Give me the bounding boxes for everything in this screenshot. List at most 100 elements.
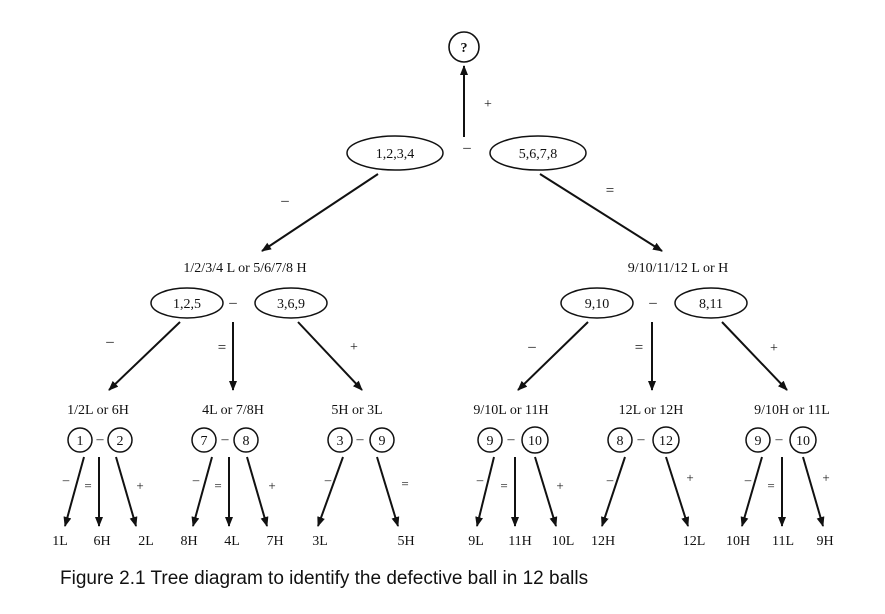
hypothesis-4: 9/10L or 11H bbox=[473, 403, 548, 418]
w2b-left-label: 9,10 bbox=[585, 297, 610, 312]
leaf-arrow-16 bbox=[802, 456, 825, 527]
arrow-l2b-left bbox=[517, 321, 589, 391]
leaf-sign-14: – bbox=[744, 472, 752, 487]
leaf-sign-12: – bbox=[606, 472, 614, 487]
w1-left-pan bbox=[346, 135, 444, 171]
w3-4-right-label: 10 bbox=[528, 434, 542, 449]
w3-1-left-pan bbox=[67, 427, 93, 453]
leaf-arrow-13 bbox=[665, 456, 690, 527]
hypothesis-5: 12L or 12H bbox=[619, 403, 684, 418]
hypothesis-h1a: 1/2/3/4 L or 5/6/7/8 H bbox=[183, 261, 306, 276]
leaf-label-10: 11H bbox=[508, 534, 532, 549]
leaf-sign-10: = bbox=[500, 478, 507, 493]
leaf-label-3: 2L bbox=[138, 534, 154, 549]
leaf-label-9: 9L bbox=[468, 534, 484, 549]
w2a-right-label: 3,6,9 bbox=[277, 297, 305, 312]
arrow-l1-right bbox=[539, 173, 663, 252]
w3-3-left-label: 3 bbox=[337, 434, 344, 449]
w2b-right-label: 8,11 bbox=[699, 297, 723, 312]
w3-6-left-pan bbox=[745, 427, 771, 453]
leaf-label-14: 10H bbox=[726, 534, 750, 549]
w3-5-right-label: 12 bbox=[659, 434, 673, 449]
leaf-sign-5: = bbox=[214, 478, 221, 493]
w3-4-left-label: 9 bbox=[487, 434, 494, 449]
w3-5-right-pan bbox=[652, 426, 680, 454]
arrow-l1-left bbox=[261, 173, 379, 252]
w3-3-right-pan bbox=[369, 427, 395, 453]
w3-6-sign: – bbox=[775, 432, 784, 447]
w2b-left-pan bbox=[560, 287, 634, 319]
w3-2-sign: – bbox=[221, 432, 230, 447]
w1-left-label: 1,2,3,4 bbox=[376, 147, 415, 162]
hypothesis-3: 5H or 3L bbox=[331, 403, 382, 418]
sign-l2a-right: + bbox=[350, 340, 358, 355]
arrow-l2a-right bbox=[297, 321, 363, 391]
leaf-sign-2: = bbox=[84, 478, 91, 493]
leaf-arrow-9 bbox=[475, 456, 495, 527]
leaf-sign-1: – bbox=[62, 472, 70, 487]
w3-3-left-pan bbox=[327, 427, 353, 453]
w3-1-sign: – bbox=[96, 432, 105, 447]
leaf-label-5: 4L bbox=[224, 534, 240, 549]
w3-2-right-label: 8 bbox=[243, 434, 250, 449]
w2a-left-pan bbox=[150, 287, 224, 319]
leaf-sign-8: = bbox=[401, 476, 408, 491]
w1-right-pan bbox=[489, 135, 587, 171]
sign-root-up: + bbox=[484, 97, 492, 112]
leaf-sign-3: + bbox=[136, 478, 143, 493]
w3-1-left-label: 1 bbox=[77, 434, 84, 449]
w2b-right-pan bbox=[674, 287, 748, 319]
w3-4-sign: – bbox=[507, 432, 516, 447]
hypothesis-2: 4L or 7/8H bbox=[202, 403, 264, 418]
w3-4-left-pan bbox=[477, 427, 503, 453]
leaf-label-16: 9H bbox=[816, 534, 833, 549]
w2a-right-pan bbox=[254, 287, 328, 319]
w2b-sign: – bbox=[648, 295, 657, 311]
leaf-sign-16: + bbox=[822, 470, 829, 485]
leaf-sign-11: + bbox=[556, 478, 563, 493]
leaf-arrow-4 bbox=[191, 456, 213, 527]
w3-5-sign: – bbox=[637, 432, 646, 447]
w3-3-sign: – bbox=[356, 432, 365, 447]
leaf-arrow-14 bbox=[740, 456, 763, 527]
sign-l2a-mid: = bbox=[218, 340, 226, 356]
hypothesis-h1b: 9/10/11/12 L or H bbox=[628, 261, 728, 276]
w3-6-left-label: 9 bbox=[755, 434, 762, 449]
leaf-sign-15: = bbox=[767, 478, 774, 493]
leaf-label-15: 11L bbox=[772, 534, 794, 549]
leaf-sign-7: – bbox=[324, 472, 332, 487]
leaf-arrow-11 bbox=[534, 456, 558, 527]
leaf-label-6: 7H bbox=[266, 534, 283, 549]
leaf-label-12: 12H bbox=[591, 534, 615, 549]
w3-5-left-pan bbox=[607, 427, 633, 453]
w3-3-right-label: 9 bbox=[379, 434, 386, 449]
leaf-label-1: 1L bbox=[52, 534, 68, 549]
leaf-arrow-3 bbox=[115, 456, 138, 527]
sign-l2a-left: – bbox=[105, 334, 114, 350]
sign-l2b-mid: = bbox=[635, 340, 643, 356]
root-label: ? bbox=[461, 41, 468, 56]
hypothesis-6: 9/10H or 11L bbox=[754, 403, 830, 418]
figure-caption: Figure 2.1 Tree diagram to identify the … bbox=[60, 568, 589, 589]
leaf-arrow-6 bbox=[246, 456, 269, 527]
leaf-label-4: 8H bbox=[180, 534, 197, 549]
leaf-arrow-7 bbox=[317, 456, 344, 527]
leaf-label-13: 12L bbox=[683, 534, 706, 549]
w3-6-right-pan bbox=[789, 426, 817, 454]
leaf-sign-6: + bbox=[268, 478, 275, 493]
sign-l1-right: = bbox=[606, 183, 614, 199]
arrow-l2b-right bbox=[721, 321, 788, 391]
w1-sign: – bbox=[462, 140, 471, 156]
leaf-sign-13: + bbox=[686, 470, 693, 485]
w3-2-left-label: 7 bbox=[201, 434, 208, 449]
w3-1-right-label: 2 bbox=[117, 434, 124, 449]
w1-right-label: 5,6,7,8 bbox=[519, 147, 558, 162]
w2a-left-label: 1,2,5 bbox=[173, 297, 201, 312]
w3-6-right-label: 10 bbox=[796, 434, 810, 449]
leaf-label-2: 6H bbox=[93, 534, 110, 549]
arrow-l2a-left bbox=[108, 321, 181, 391]
leaf-arrow-12 bbox=[601, 456, 626, 527]
sign-l2b-right: + bbox=[770, 341, 778, 356]
sign-l2b-left: – bbox=[527, 339, 536, 355]
